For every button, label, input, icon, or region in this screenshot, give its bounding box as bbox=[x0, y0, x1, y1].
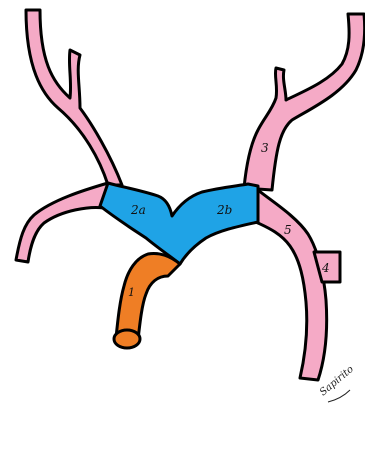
left-lower-branch bbox=[16, 183, 108, 262]
artist-signature: Sapirito bbox=[318, 364, 356, 398]
left-upper-vessel bbox=[26, 10, 122, 185]
label-seg-2a: 2a bbox=[130, 203, 146, 217]
label-seg-3: 3 bbox=[261, 141, 269, 155]
segment-1-trunk bbox=[114, 253, 180, 348]
segment-2a-2b-junction bbox=[100, 183, 258, 264]
label-seg-1: 1 bbox=[128, 286, 135, 299]
right-lower-vessel bbox=[256, 190, 327, 380]
label-seg-5: 5 bbox=[284, 223, 292, 237]
right-upper-vessel bbox=[244, 14, 365, 190]
label-seg-2b: 2b bbox=[216, 203, 232, 217]
trunk-opening bbox=[114, 330, 140, 348]
left-branch bbox=[16, 10, 122, 262]
label-seg-4: 4 bbox=[321, 261, 330, 275]
right-branch bbox=[244, 14, 365, 380]
trunk-body bbox=[116, 253, 180, 340]
